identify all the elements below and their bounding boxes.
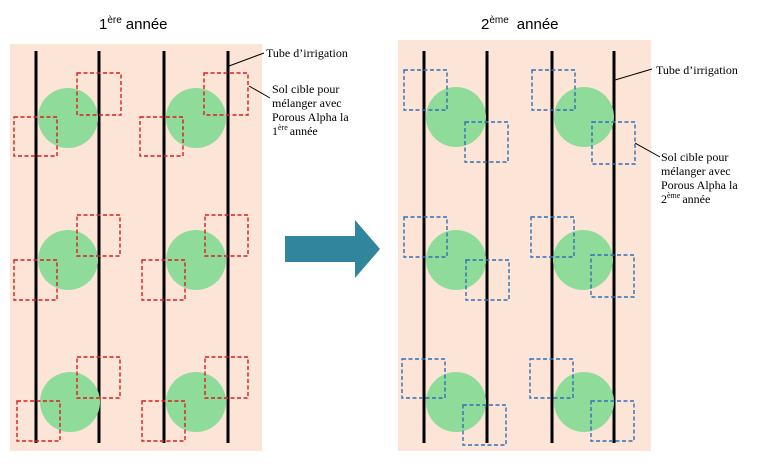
plant xyxy=(554,372,614,432)
target-soil-zone xyxy=(13,116,58,157)
plant xyxy=(38,88,98,148)
target-soil-zone xyxy=(204,356,249,399)
target-soil-zone xyxy=(76,72,122,116)
target-soil-zone xyxy=(203,72,249,116)
right-arrow-icon xyxy=(285,220,380,278)
plant xyxy=(166,88,226,148)
target-soil-zone xyxy=(76,356,121,399)
year2-tube-label: Tube d’irrigation xyxy=(656,63,738,77)
year2-plants xyxy=(426,87,614,432)
plant xyxy=(426,230,486,290)
target-soil-zone xyxy=(403,216,448,258)
target-soil-zone xyxy=(590,254,635,298)
year2-irrigation-tubes xyxy=(422,51,616,443)
year2-target-soil-zones xyxy=(401,69,636,446)
target-soil-zone xyxy=(403,69,448,111)
plant xyxy=(38,230,98,290)
year1-plants xyxy=(38,88,226,432)
target-soil-zone xyxy=(139,116,184,157)
target-soil-zone xyxy=(590,400,635,442)
target-soil-zone xyxy=(141,259,186,301)
year1-tube-label: Tube d’irrigation xyxy=(266,46,348,60)
tube-label-leader xyxy=(614,68,653,81)
year1-target-label: Sol cible pour mélanger avec Porous Alph… xyxy=(272,82,352,138)
plant xyxy=(554,87,614,147)
target-soil-zone xyxy=(530,216,575,258)
year1-target-soil-zones xyxy=(13,72,249,442)
target-soil-zone xyxy=(462,404,507,446)
target-soil-zone xyxy=(141,400,186,442)
plant xyxy=(553,230,613,290)
target-soil-zone xyxy=(464,121,509,163)
target-soil-zone xyxy=(16,400,61,442)
plant xyxy=(40,372,100,432)
target-soil-zone xyxy=(529,358,574,399)
tube-label-leader xyxy=(228,52,265,67)
target-soil-zone xyxy=(204,214,249,257)
year2-target-label: Sol cible pour mélanger avec Porous Alph… xyxy=(661,150,741,206)
plant xyxy=(426,87,486,147)
plant xyxy=(166,372,226,432)
target-soil-zone xyxy=(401,358,446,399)
target-soil-zone xyxy=(531,69,576,111)
target-label-leader xyxy=(248,85,271,99)
target-soil-zone xyxy=(465,259,510,301)
plant xyxy=(426,372,486,432)
target-soil-zone xyxy=(76,214,121,257)
target-soil-zone xyxy=(13,259,58,301)
plant xyxy=(166,230,226,290)
target-label-leader xyxy=(634,142,661,158)
target-soil-zone xyxy=(591,121,636,165)
